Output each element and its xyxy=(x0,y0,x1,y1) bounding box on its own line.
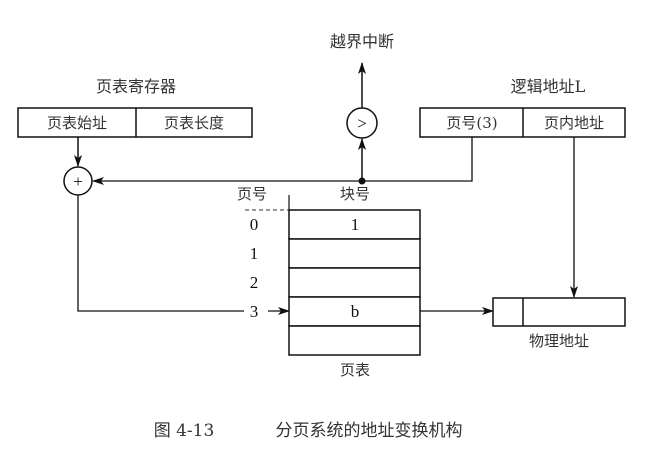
physical-address-box xyxy=(492,297,626,327)
page-table-row xyxy=(288,209,421,240)
page-table-row xyxy=(288,325,421,356)
page-number-to-adder-line xyxy=(92,137,473,185)
register-field-base: 页表始址 xyxy=(47,114,107,132)
page-column-header: 页号 xyxy=(237,185,267,203)
block-value: b xyxy=(351,302,360,321)
block-value: 1 xyxy=(351,215,360,234)
page-table-title: 页表 xyxy=(340,361,370,379)
logical-address-title: 逻辑地址L xyxy=(511,77,586,96)
adder-to-table-line xyxy=(77,195,244,312)
page-table-register xyxy=(17,107,253,138)
adder-symbol: + xyxy=(73,172,83,191)
junction-dot xyxy=(358,177,366,185)
logical-field-page: 页号(3) xyxy=(446,114,497,132)
comparator-symbol: > xyxy=(357,114,367,133)
physical-address-label: 物理地址 xyxy=(529,332,589,350)
register-title: 页表寄存器 xyxy=(96,77,176,96)
interrupt-label: 越界中断 xyxy=(330,32,394,51)
page-index: 0 xyxy=(250,215,259,234)
logical-field-offset: 页内地址 xyxy=(544,114,604,132)
block-column-header: 块号 xyxy=(340,185,370,203)
page-table-row xyxy=(288,267,421,298)
page-index: 2 xyxy=(250,273,259,292)
register-field-length: 页表长度 xyxy=(164,114,224,132)
page-table-row xyxy=(288,238,421,269)
figure-number: 图 4-13 xyxy=(154,421,215,441)
page-index: 3 xyxy=(250,302,259,321)
page-index: 1 xyxy=(250,244,259,263)
figure-caption: 分页系统的地址变换机构 xyxy=(276,421,463,441)
